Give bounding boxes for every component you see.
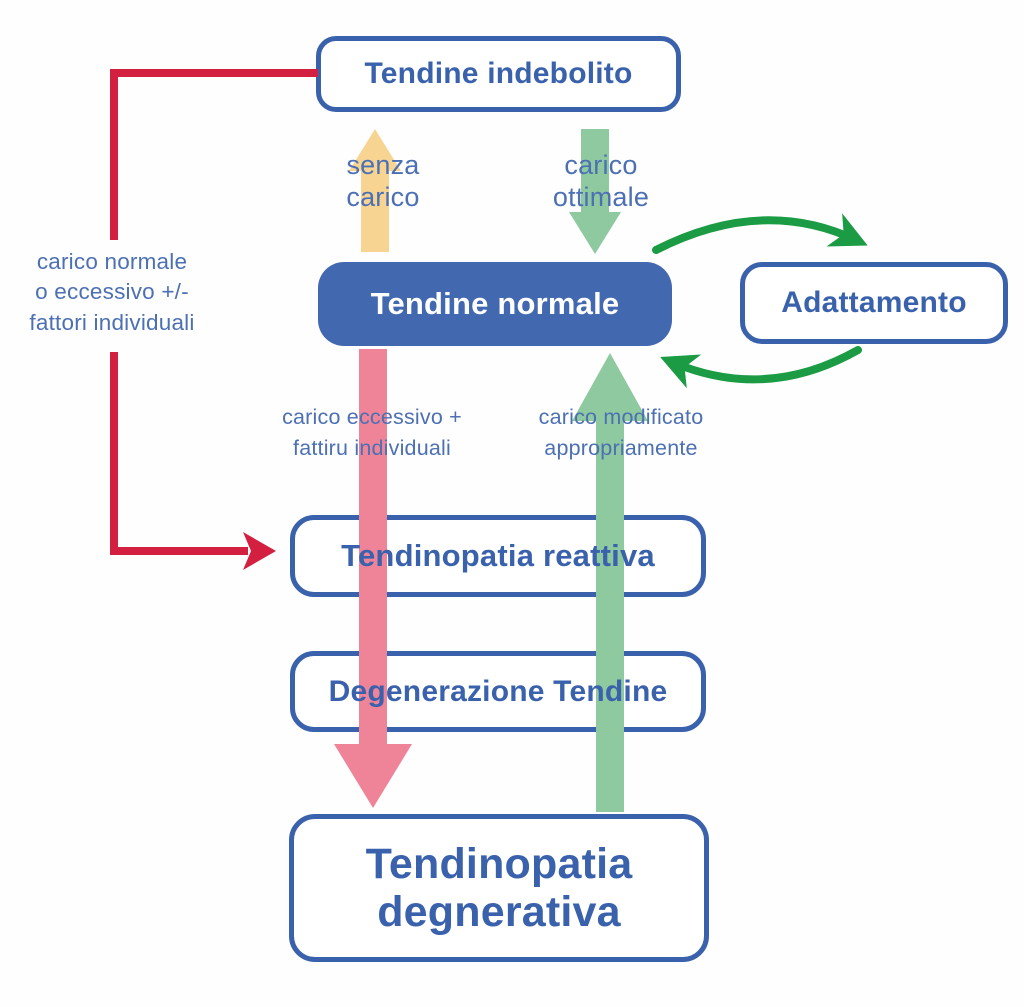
box-adattamento-label: Adattamento (781, 286, 967, 319)
box-degenerazione-tendine-label: Degenerazione Tendine (328, 674, 668, 708)
box-tendinopatia-reattiva-label: Tendinopatia reattiva (341, 538, 655, 573)
label-carico-normale-o-eccessivo: carico normale o eccessivo +/- fattori i… (29, 249, 195, 335)
label-senza-carico: senza carico (346, 150, 420, 212)
box-adattamento: Adattamento (740, 262, 1008, 344)
recovery-up-arrow-icon (572, 353, 648, 812)
box-tendinopatia-degnerativa: Tendinopatia degnerativa (289, 814, 709, 962)
label-carico-eccessivo: carico eccessivo + fattiru individuali (282, 405, 462, 461)
senza-carico-up-arrow-icon (349, 129, 401, 252)
box-tendine-normale-label: Tendine normale (370, 286, 620, 321)
label-carico-ottimale: carico ottimale (552, 150, 650, 212)
box-tendine-indebolito-label: Tendine indebolito (364, 57, 633, 90)
carico-ottimale-down-arrow-icon (569, 129, 621, 254)
overload-line-upper (110, 69, 318, 240)
box-tendinopatia-degnerativa-label: Tendinopatia degnerativa (365, 839, 633, 936)
adaptation-loop-top-curve-icon (652, 213, 868, 254)
overload-arrowhead-icon (243, 532, 276, 570)
overload-line-lower (110, 352, 248, 555)
adaptation-loop-bottom-curve-icon (660, 346, 862, 389)
box-tendine-normale: Tendine normale (318, 262, 672, 346)
degenerative-down-arrow-icon (334, 349, 412, 808)
label-carico-modificato: carico modificato appropriamente (538, 405, 704, 461)
box-tendine-indebolito: Tendine indebolito (316, 36, 681, 112)
